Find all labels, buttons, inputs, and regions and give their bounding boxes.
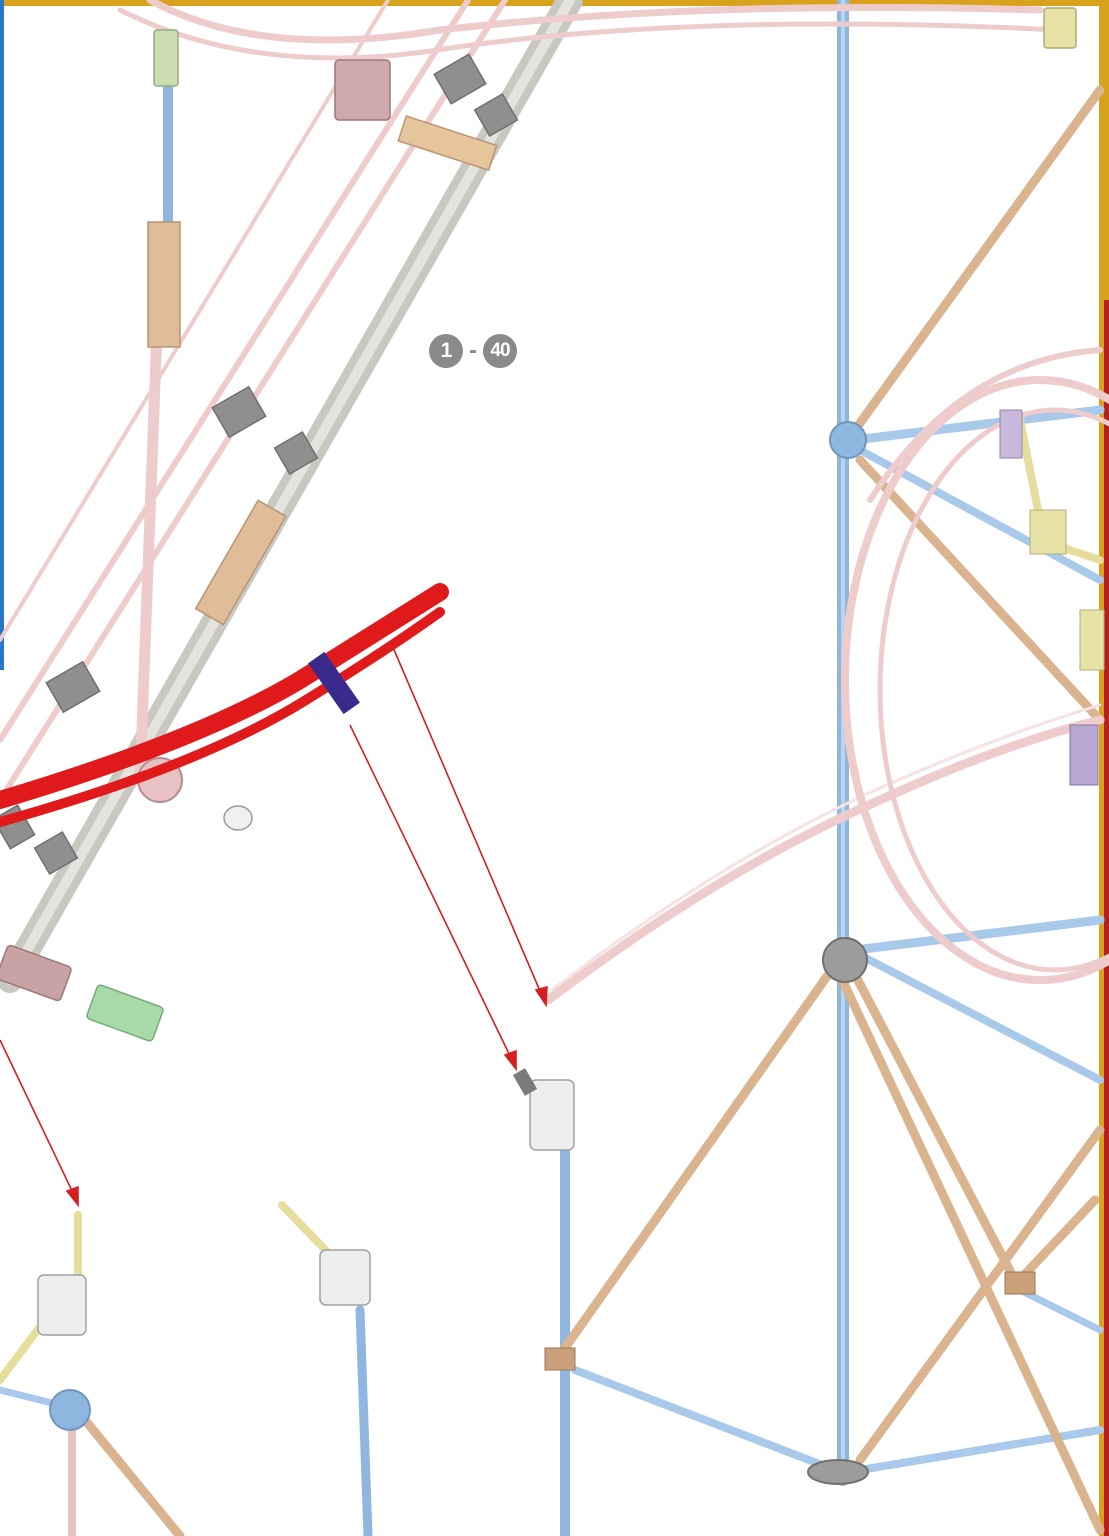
pink-loop [841, 376, 1109, 984]
grey-connector [33, 830, 79, 876]
guide-arrow [0, 1039, 76, 1198]
hub-connector [822, 937, 868, 983]
tan-rod [855, 1125, 1105, 1465]
tan-rod [555, 960, 840, 1360]
grey-connector [45, 660, 101, 714]
tan-rod [845, 960, 1025, 1295]
white-connector [37, 1274, 87, 1336]
blue-rod-horizontal [850, 405, 1105, 445]
pink-top-curve-2 [117, 7, 1063, 61]
pink-loop-inner [877, 407, 1109, 973]
step-range-separator: - [469, 337, 477, 364]
hub-connector [49, 1389, 91, 1431]
green-connectors [0, 7, 1077, 1042]
green-connector [153, 29, 179, 87]
red-curved-track [0, 583, 449, 809]
white-peg [223, 805, 253, 831]
new-parts [0, 583, 449, 827]
step-range-badge: 1 - 40 [429, 333, 517, 369]
guide-arrowhead [503, 1049, 517, 1072]
guide-arrowhead [65, 1185, 79, 1208]
blue-rod-diagonal [571, 1366, 839, 1474]
frame-left-blue [0, 0, 4, 670]
guide-arrows [0, 644, 548, 1208]
grey-connector [473, 92, 519, 138]
pink-rail [0, 0, 471, 743]
tan-rod [850, 85, 1105, 435]
step-start-number: 1 [429, 334, 463, 368]
pink-top-curve [146, 0, 1044, 44]
yellow-rods [0, 416, 1104, 1384]
tan-small-connector [1004, 1271, 1036, 1295]
grey-connector [273, 430, 319, 476]
guide-arrow [391, 644, 544, 999]
pink-rail [0, 0, 390, 642]
grey-connector [433, 53, 487, 105]
grey-connector [211, 385, 267, 439]
tan-brick [147, 221, 181, 348]
guide-arrowhead [534, 985, 548, 1008]
hub-connectors [37, 409, 1105, 1485]
tan-rods [80, 85, 1105, 1536]
pink-curve-right [867, 347, 1103, 503]
pink-support [134, 324, 163, 786]
mauve-connector [334, 59, 391, 121]
white-connector [319, 1249, 371, 1306]
guide-arrow [349, 724, 514, 1063]
brown-connector [0, 944, 72, 1002]
tan-bricks [147, 115, 498, 626]
tan-rod [80, 1415, 185, 1536]
step-end-number: 40 [483, 334, 517, 368]
grey-connectors [0, 53, 519, 876]
frame-right-red [1104, 300, 1109, 1536]
blue-rod-diagonal [0, 1386, 64, 1409]
green-end-connector [86, 984, 164, 1042]
tan-brick [397, 115, 498, 172]
blue-rod-diagonal [856, 951, 1104, 1084]
hub-connector [829, 421, 867, 459]
tan-rod [835, 970, 1105, 1535]
white-connector [529, 1079, 575, 1151]
hub-connector [807, 1459, 869, 1485]
blue-rod-horizontal [850, 915, 1105, 955]
yellow-connector [1079, 609, 1105, 671]
tan-rod [855, 455, 1105, 725]
yellow-connector [1029, 509, 1067, 555]
purple-connector [1069, 724, 1099, 786]
red-curved-track-inner [0, 607, 445, 827]
blue-rod [355, 1305, 373, 1536]
grey-rod-end [512, 1068, 538, 1096]
green-connector [1043, 7, 1077, 49]
blue-rod-diagonal [1016, 1286, 1104, 1334]
purple-connector-new [308, 651, 360, 715]
tan-small-connector [544, 1347, 576, 1371]
tan-brick [194, 499, 287, 626]
purple-connector [999, 409, 1023, 459]
yellow-rod [1016, 416, 1044, 524]
